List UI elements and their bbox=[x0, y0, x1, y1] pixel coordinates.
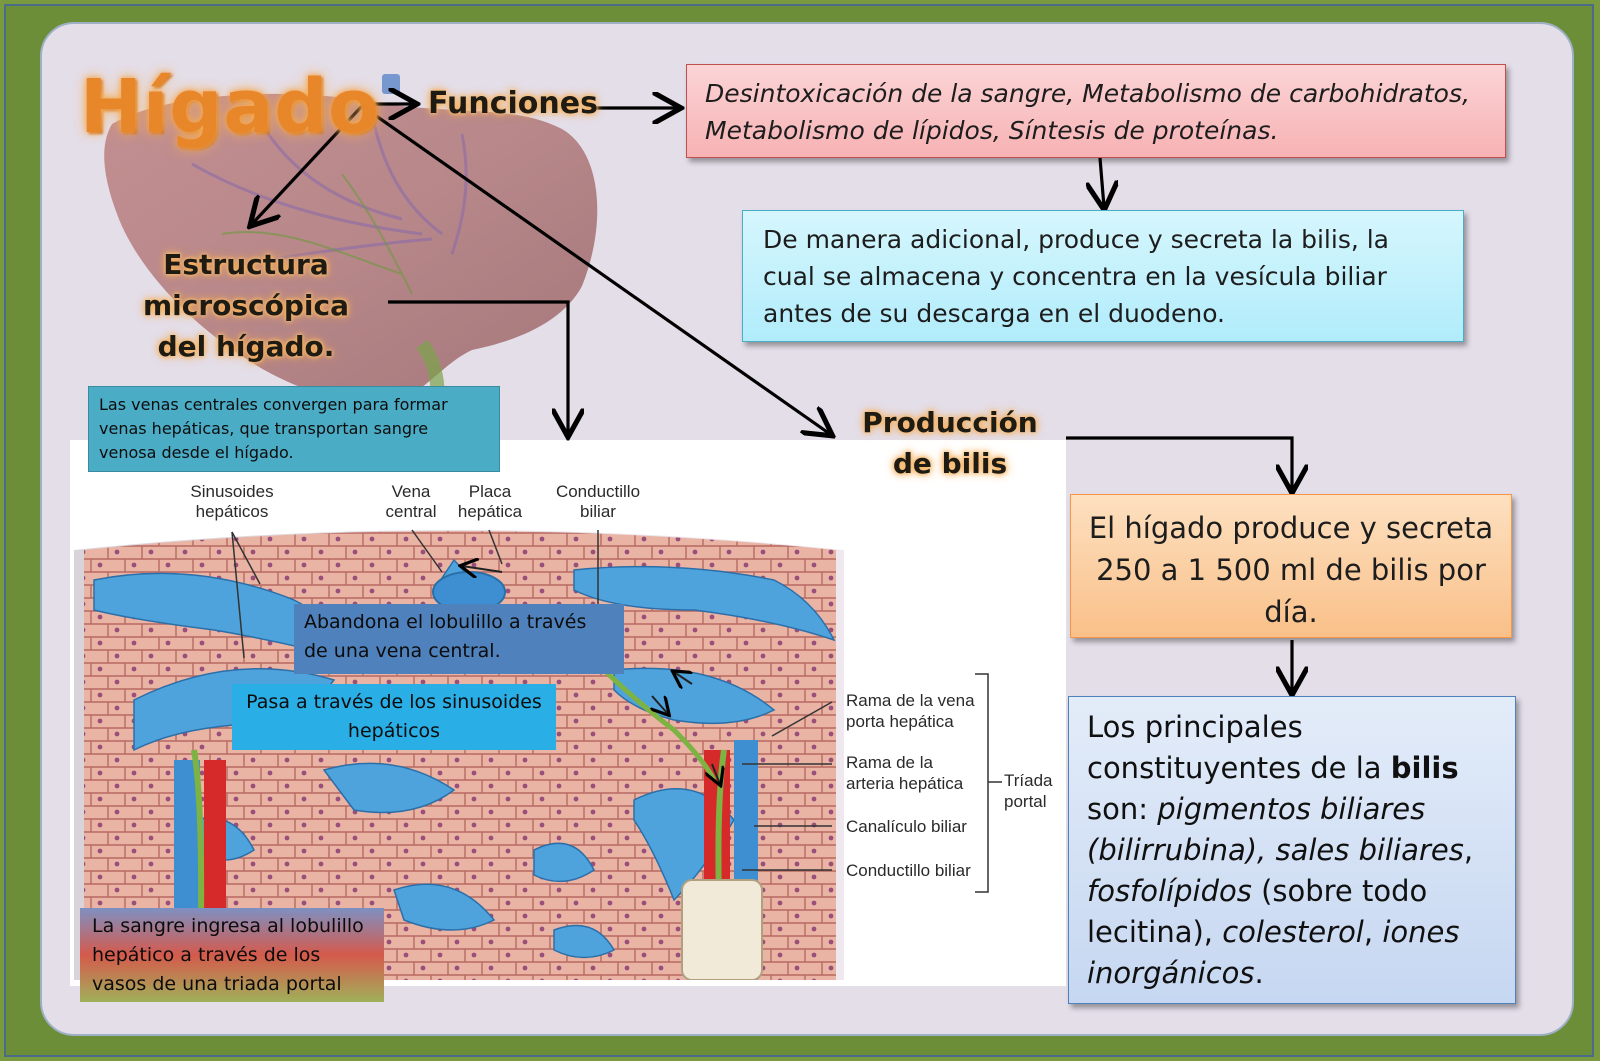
functions-box: Desintoxicación de la sangre, Metabolism… bbox=[686, 64, 1506, 158]
constituents-comma1: , bbox=[1463, 833, 1474, 867]
constituents-after: son: bbox=[1087, 792, 1158, 826]
label-hepatic-plate: Placa hepática bbox=[457, 482, 523, 521]
bile-extra-box: De manera adicional, produce y secreta l… bbox=[742, 210, 1464, 342]
label-hepatic-artery-branch: Rama de la arteria hepática bbox=[846, 753, 964, 793]
node-funciones: Funciones bbox=[428, 86, 598, 121]
constituents-item4: iones inorgánicos bbox=[1087, 915, 1460, 990]
constituents-end: . bbox=[1254, 956, 1264, 990]
constituents-mid: (sobre todo lecitina), bbox=[1087, 874, 1428, 949]
bile-constituents-box: Los principales constituyentes de la bil… bbox=[1068, 696, 1516, 1004]
label-bile-ductule: Conductillo biliar bbox=[846, 861, 971, 880]
lobule-drawing bbox=[74, 530, 844, 980]
constituents-bold: bilis bbox=[1390, 751, 1459, 785]
label-portal-vein-branch: Rama de la vena porta hepática bbox=[846, 691, 975, 731]
constituents-intro: Los principales constituyentes de la bbox=[1087, 710, 1391, 785]
bile-production-box: El hígado produce y secreta 250 a 1 500 … bbox=[1070, 494, 1512, 638]
liver-illustration bbox=[104, 74, 598, 426]
label-portal-triad: Tríada portal bbox=[1004, 771, 1053, 811]
note-leaves-lobule: Abandona el lobulillo a través de una ve… bbox=[294, 604, 624, 674]
constituents-comma2: , bbox=[1363, 915, 1383, 949]
connectors bbox=[231, 24, 1572, 893]
main-panel: Hígado Funciones Estructura microscópica… bbox=[40, 22, 1574, 1036]
node-produccion: Producción de bilis bbox=[862, 406, 1038, 480]
constituents-item2: fosfolípidos bbox=[1087, 874, 1252, 908]
note-blood-enters: La sangre ingresa al lobulillo hepático … bbox=[80, 908, 384, 1002]
node-estructura: Estructura microscópica del hígado. bbox=[142, 248, 350, 363]
constituents-item1: pigmentos biliares (bilirrubina), sales … bbox=[1087, 792, 1464, 867]
note-through-sinusoids: Pasa a través de los sinusoides hepático… bbox=[232, 684, 556, 750]
label-central-vein: Vena central bbox=[385, 482, 437, 521]
page-title: Hígado bbox=[80, 64, 381, 150]
label-sinusoids: Sinusoides hepáticos bbox=[190, 482, 274, 521]
label-bile-canaliculus: Canalículo biliar bbox=[846, 817, 967, 836]
note-central-veins: Las venas centrales convergen para forma… bbox=[88, 386, 500, 472]
label-bile-ductule-top: Conductillo biliar bbox=[555, 482, 641, 521]
constituents-item3: colesterol bbox=[1222, 915, 1364, 949]
